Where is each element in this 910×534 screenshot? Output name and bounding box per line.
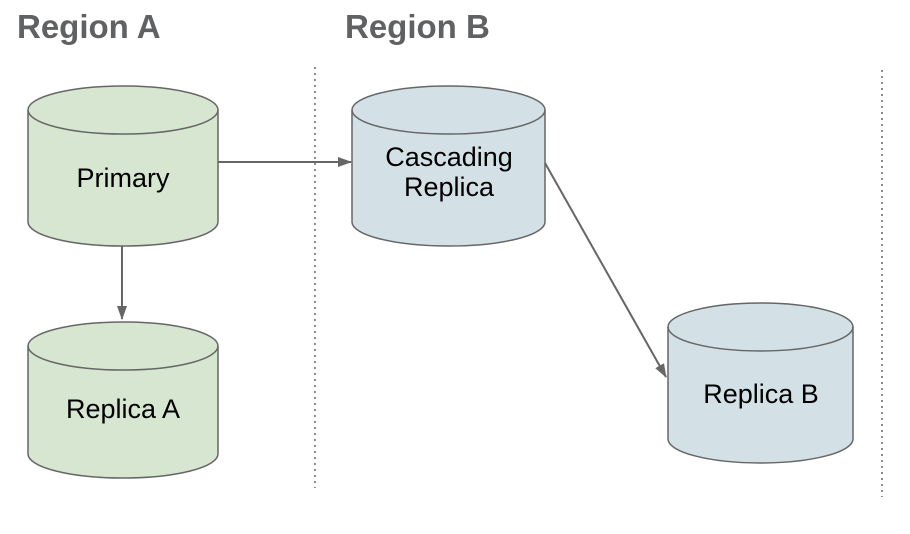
replica-a-cylinder-body bbox=[27, 321, 219, 479]
primary-label: Primary bbox=[76, 163, 170, 193]
primary-cylinder-body bbox=[27, 85, 219, 247]
arrow-cascading-replica-to-replica-b bbox=[544, 162, 667, 378]
region-a-title: Region A bbox=[17, 8, 161, 45]
primary-db-cylinder bbox=[27, 85, 219, 247]
region-divider-left bbox=[314, 67, 316, 488]
primary-cylinder-rim bbox=[27, 109, 219, 135]
replica-b-cylinder-body bbox=[667, 302, 854, 464]
cascading-replica-label: Cascading Replica bbox=[385, 142, 513, 202]
replica-a-cylinder-rim bbox=[27, 345, 219, 371]
replica-a-db-cylinder bbox=[27, 321, 219, 479]
replica-b-cylinder-rim bbox=[667, 326, 854, 352]
cascading-replica-db-cylinder bbox=[351, 85, 546, 247]
cascading-replica-cylinder-body bbox=[351, 85, 546, 247]
cascading-replica-cylinder-rim bbox=[351, 109, 546, 135]
region-b-title: Region B bbox=[345, 8, 490, 45]
replica-b-label: Replica B bbox=[703, 379, 819, 409]
replica-b-db-cylinder bbox=[667, 302, 854, 464]
region-divider-right bbox=[881, 70, 883, 497]
replica-a-label: Replica A bbox=[65, 394, 181, 424]
